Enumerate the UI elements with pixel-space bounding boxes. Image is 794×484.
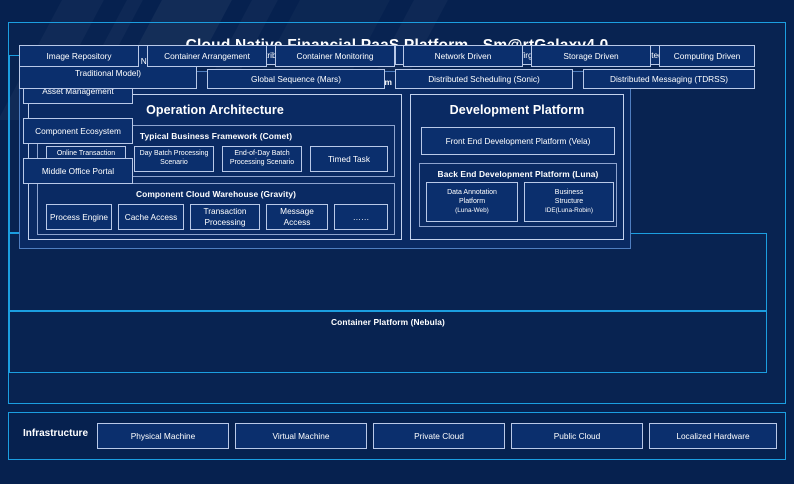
data-annotation-line1: Data Annotation xyxy=(447,188,497,196)
container-item-container-arrangement[interactable]: Container Arrangement xyxy=(147,45,267,67)
container-item-network-driven[interactable]: Network Driven xyxy=(403,45,523,67)
front-end-development-platform-box[interactable]: Front End Development Platform (Vela) xyxy=(421,127,615,155)
gravity-item-more[interactable]: …… xyxy=(334,204,388,230)
operation-architecture-header: Operation Architecture xyxy=(146,103,284,117)
platform-outer-panel: Cloud Native Financial PaaS Platform - S… xyxy=(8,22,786,404)
gravity-item-transaction-processing[interactable]: Transaction Processing xyxy=(190,204,260,230)
infrastructure-panel[interactable]: Infrastructure Physical Machine Virtual … xyxy=(8,412,786,460)
container-item-image-repository[interactable]: Image Repository xyxy=(19,45,139,67)
back-end-item-business-structure-ide[interactable]: Business Structure IDE(Luna-Robin) xyxy=(524,182,614,222)
back-end-header: Back End Development Platform (Luna) xyxy=(437,169,599,179)
middle-office-item-middle-office-portal[interactable]: Middle Office Portal xyxy=(23,158,133,184)
infrastructure-item-public-cloud[interactable]: Public Cloud xyxy=(511,423,643,449)
data-annotation-line2: Platform xyxy=(458,197,486,205)
dtb-item-distributed-scheduling[interactable]: Distributed Scheduling (Sonic) xyxy=(395,69,573,89)
infrastructure-label: Infrastructure xyxy=(23,428,89,439)
container-item-computing-driven[interactable]: Computing Driven xyxy=(659,45,755,67)
gravity-header: Component Cloud Warehouse (Gravity) xyxy=(136,189,296,199)
back-end-item-data-annotation-platform[interactable]: Data Annotation Platform (Luna-Web) xyxy=(426,182,518,222)
gravity-item-process-engine[interactable]: Process Engine xyxy=(46,204,112,230)
gravity-item-message-access[interactable]: Message Access xyxy=(266,204,328,230)
development-platform-header: Development Platform xyxy=(449,103,585,117)
infrastructure-item-physical-machine[interactable]: Physical Machine xyxy=(97,423,229,449)
infrastructure-item-virtual-machine[interactable]: Virtual Machine xyxy=(235,423,367,449)
business-structure-line1: Business xyxy=(554,188,584,196)
middle-office-item-component-ecosystem[interactable]: Component Ecosystem xyxy=(23,118,133,144)
container-item-storage-driven[interactable]: Storage Driven xyxy=(531,45,651,67)
business-structure-line3: IDE(Luna-Robin) xyxy=(545,206,593,214)
comet-header: Typical Business Framework (Comet) xyxy=(139,131,293,141)
container-item-container-monitoring[interactable]: Container Monitoring xyxy=(275,45,395,67)
infrastructure-item-localized-hardware[interactable]: Localized Hardware xyxy=(649,423,777,449)
gravity-item-cache-access[interactable]: Cache Access xyxy=(118,204,184,230)
comet-item-day-batch-processing-scenario[interactable]: Day Batch Processing Scenario xyxy=(134,146,214,172)
dtb-item-distributed-messaging[interactable]: Distributed Messaging (TDRSS) xyxy=(583,69,755,89)
development-platform-panel[interactable]: Development Platform Front End Developme… xyxy=(410,94,624,240)
dtb-item-global-sequence[interactable]: Global Sequence (Mars) xyxy=(207,69,385,89)
container-platform-header: Container Platform (Nebula) xyxy=(331,317,445,327)
comet-item-timed-task[interactable]: Timed Task xyxy=(310,146,388,172)
back-end-development-platform-panel[interactable]: Back End Development Platform (Luna) Dat… xyxy=(419,163,617,227)
component-cloud-warehouse-panel[interactable]: Component Cloud Warehouse (Gravity) Proc… xyxy=(37,183,395,235)
container-platform-panel[interactable]: Container Platform (Nebula) Image Reposi… xyxy=(9,45,767,373)
data-annotation-line3: (Luna-Web) xyxy=(455,206,489,214)
infrastructure-item-private-cloud[interactable]: Private Cloud xyxy=(373,423,505,449)
business-structure-line2: Structure xyxy=(554,197,584,205)
comet-item-end-of-day-batch-processing-scenario[interactable]: End-of-Day Batch Processing Scenario xyxy=(222,146,302,172)
